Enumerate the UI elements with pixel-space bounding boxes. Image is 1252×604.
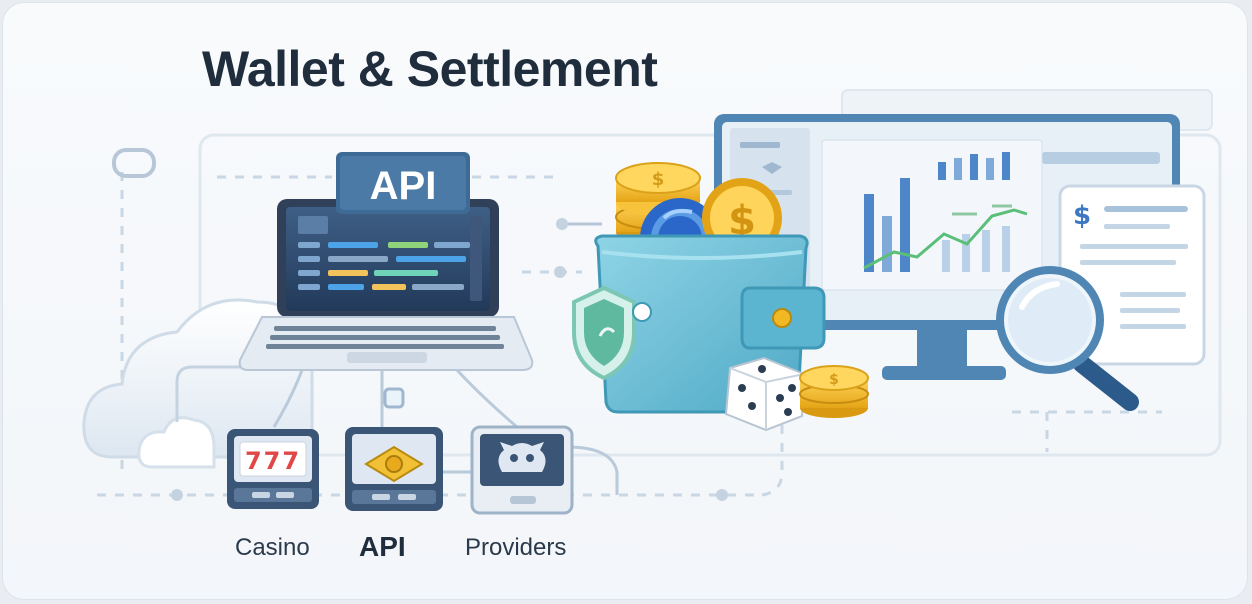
page-title: Wallet & Settlement	[202, 41, 658, 97]
api-label: API	[359, 531, 406, 562]
hub-node	[383, 387, 405, 409]
providers-tile	[470, 425, 574, 515]
casino-label: Casino	[235, 534, 310, 561]
magnifier-icon	[996, 266, 1139, 411]
small-coin-dollar-symbol: $	[829, 372, 839, 388]
api-badge: API	[336, 152, 470, 214]
api-tile	[345, 427, 443, 511]
connector-nodes	[112, 148, 728, 501]
tile-connectors	[272, 368, 619, 495]
casino-tile: 777	[227, 429, 319, 509]
shield-icon	[572, 285, 636, 381]
dashboard-line-chart	[863, 208, 1028, 270]
slot-reels-text: 777	[245, 447, 301, 475]
invoice-dollar-symbol: $	[1073, 201, 1091, 231]
api-badge-text: API	[370, 164, 437, 208]
providers-label: Providers	[465, 534, 567, 561]
laptop-icon	[238, 199, 534, 371]
dashboard-bar-chart	[864, 152, 1010, 272]
coin-stack-dollar-symbol: $	[652, 169, 665, 190]
small-coin-stack-icon: $	[799, 365, 869, 418]
dice-icon	[724, 356, 806, 432]
